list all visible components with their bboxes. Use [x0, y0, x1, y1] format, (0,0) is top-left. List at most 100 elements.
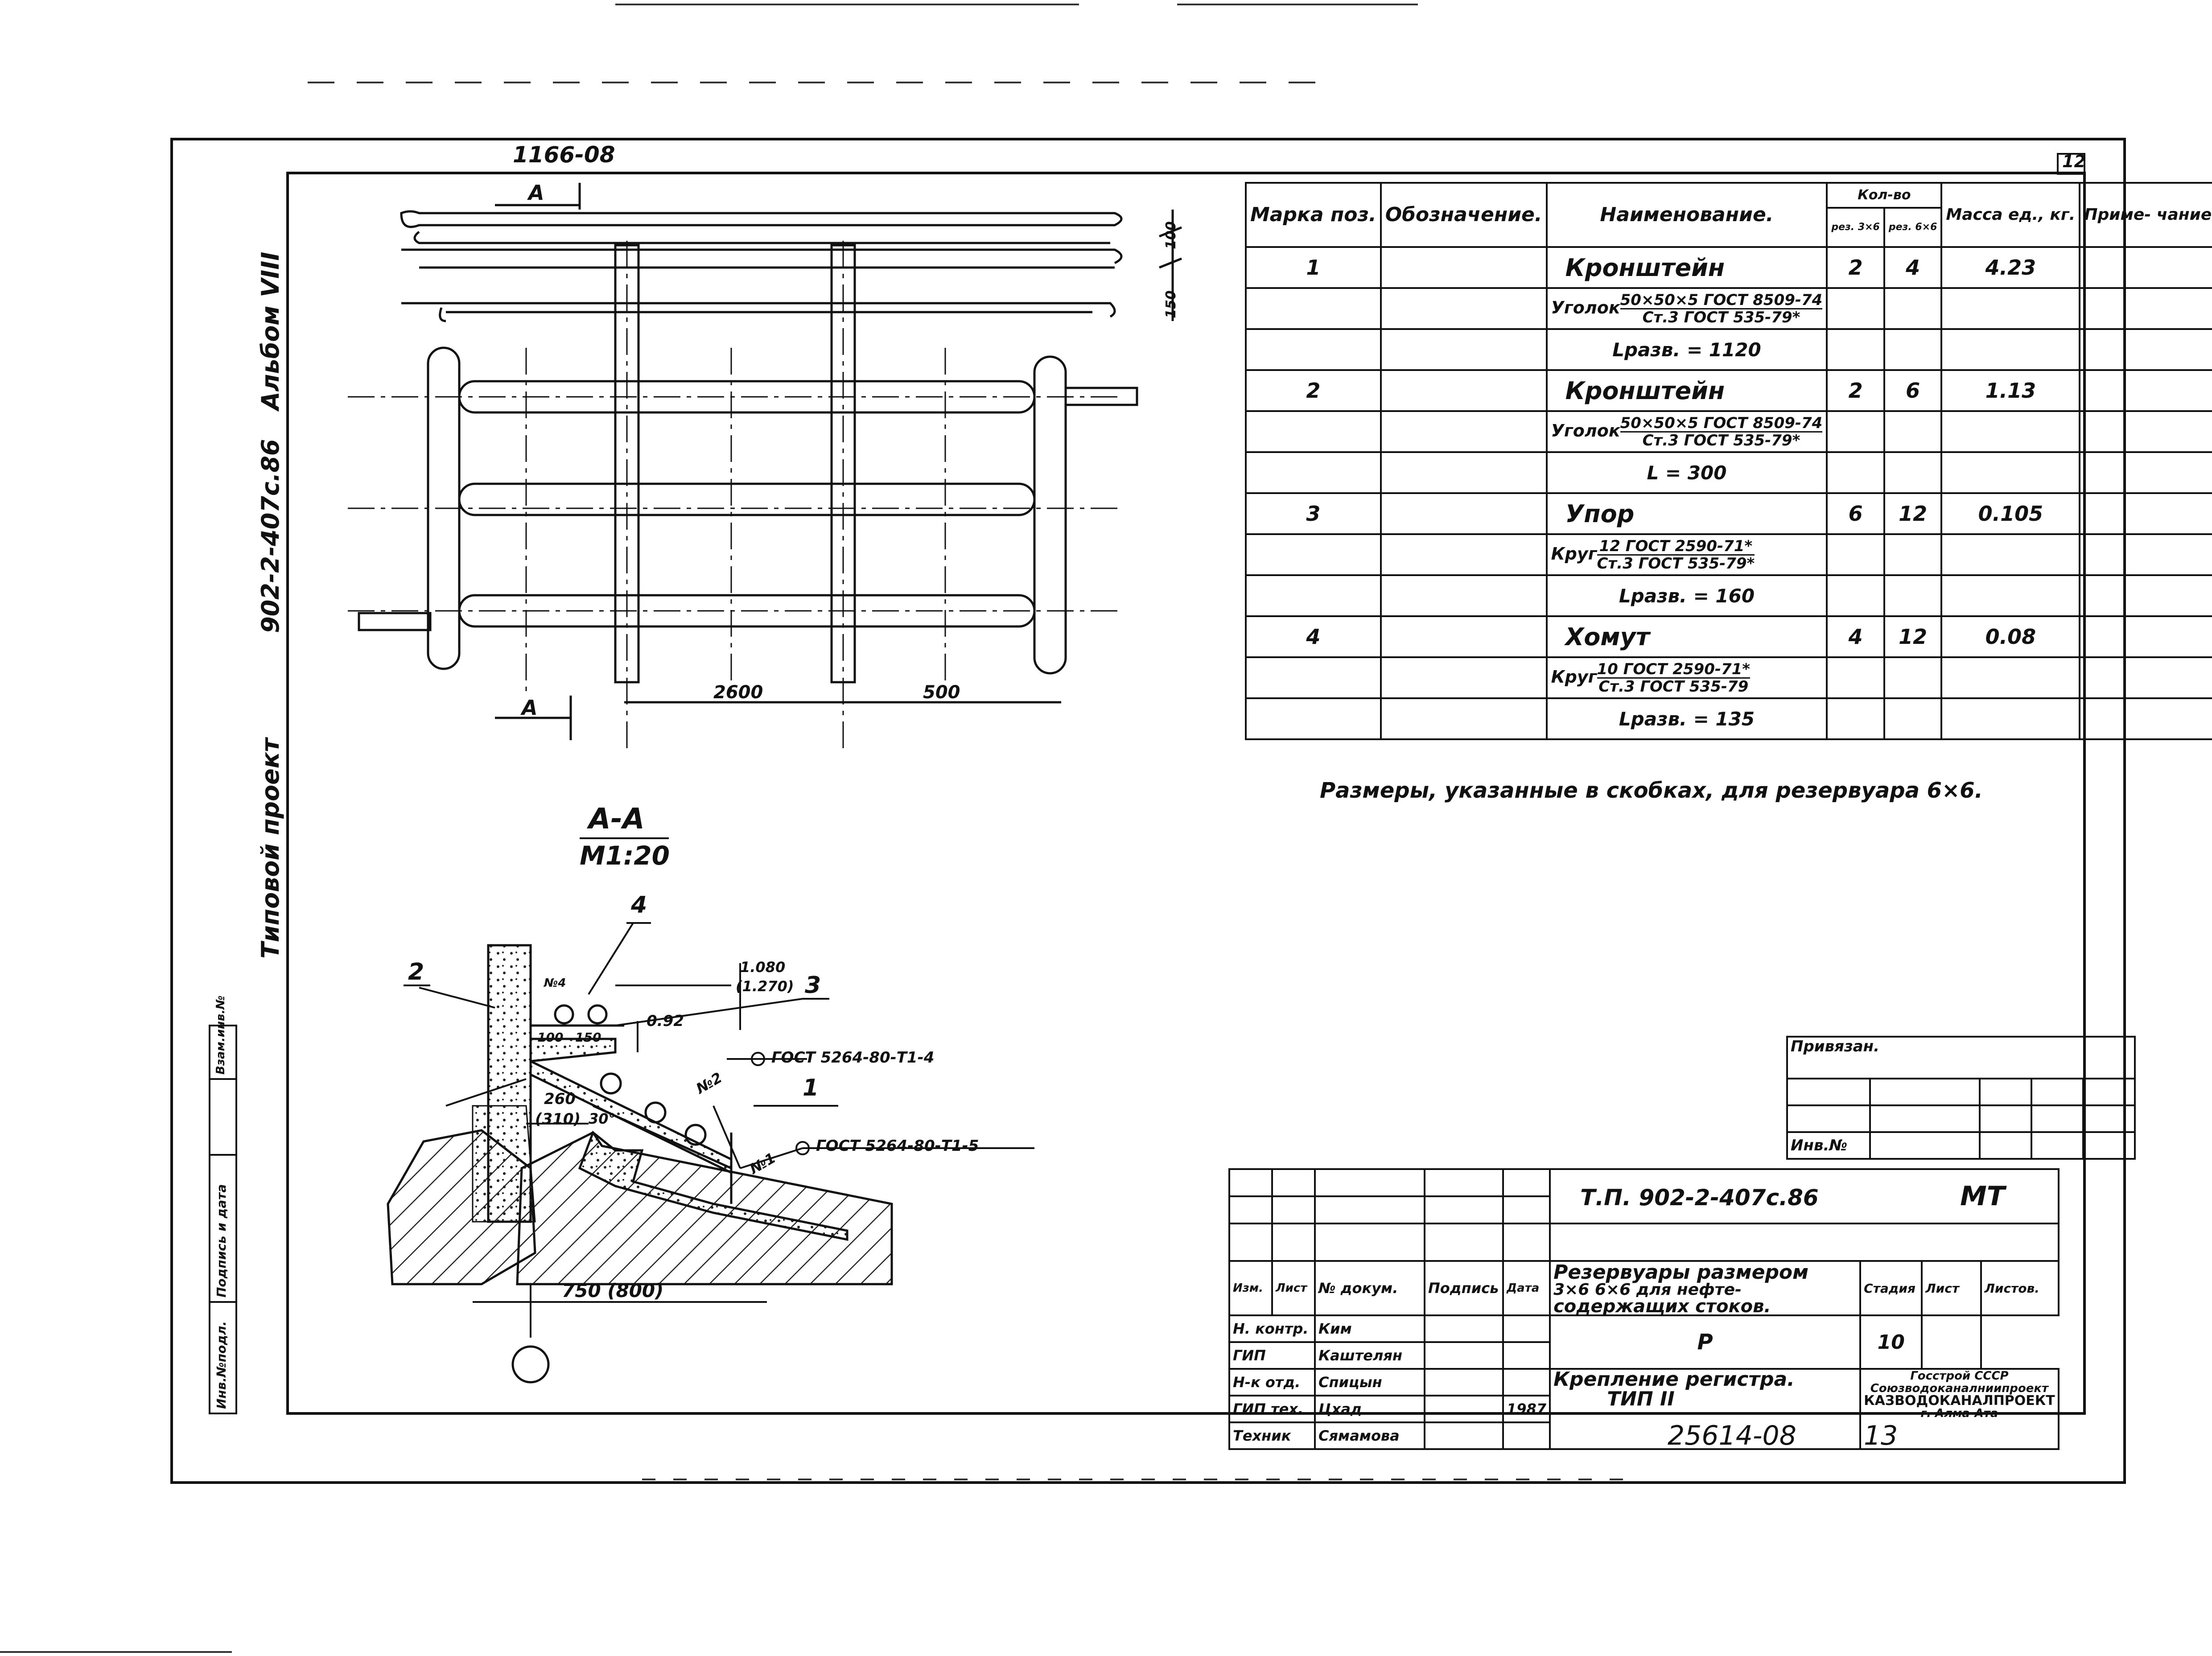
tb-role: Н. контр. — [1228, 1314, 1316, 1343]
weld-note-1: ГОСТ 5264-80-Т1-4 — [771, 1049, 935, 1067]
spec-cell-mass — [1940, 287, 2081, 330]
album-label: Альбом VIII — [256, 251, 284, 410]
tb-object-title: Резервуары размером 3×6 6×6 для нефте- с… — [1549, 1260, 1862, 1316]
spec-cell-q6 — [1883, 533, 1943, 576]
scan-noise — [0, 4, 1623, 1653]
tb-date — [1502, 1314, 1551, 1343]
tb-person: Сямамова — [1314, 1421, 1425, 1450]
spec-cell-designation — [1380, 533, 1548, 576]
tb-date — [1502, 1368, 1551, 1396]
spec-cell-q6 — [1883, 697, 1943, 740]
tb-person: Ким — [1314, 1314, 1425, 1343]
spec-cell-q3 — [1826, 533, 1885, 576]
spec-cell-designation — [1380, 492, 1548, 535]
spec-cell-q3: 4 — [1826, 615, 1885, 658]
spec-name-bottom: Ст.3 ГОСТ 535-79* — [1642, 308, 1800, 326]
section-dim-750: 750 (800) — [562, 1280, 664, 1302]
callout-4: 4 — [631, 892, 647, 919]
spec-cell-designation — [1380, 328, 1548, 371]
spec-name-top: 12 ГОСТ 2590-71* — [1597, 538, 1755, 556]
spec-name-fraction: 10 ГОСТ 2590-71*Ст.3 ГОСТ 535-79 — [1597, 661, 1751, 695]
tb-role: Техник — [1228, 1421, 1316, 1450]
spec-name-prefix: Уголок — [1551, 420, 1620, 441]
spec-name-top: 10 ГОСТ 2590-71* — [1597, 660, 1751, 679]
spec-cell-q6 — [1883, 328, 1943, 371]
tb-signature — [1424, 1395, 1504, 1423]
section-dim-100: 100 — [537, 1030, 564, 1045]
spec-name-bottom: Ст.3 ГОСТ 535-79* — [1597, 554, 1755, 573]
tb-col-date: Дата — [1502, 1260, 1551, 1316]
spec-cell-mark — [1245, 574, 1382, 617]
tb-sheets-value — [1921, 1314, 1982, 1370]
spec-cell-q3 — [1826, 656, 1885, 699]
col-designation: Обозначение. — [1380, 182, 1548, 248]
spec-cell-name: Хомут — [1545, 615, 1828, 658]
sheet-number-top: 12 — [2062, 152, 2086, 171]
spec-cell-name: Кронштейн — [1545, 369, 1828, 412]
tb-mark: МТ — [1960, 1181, 2005, 1212]
tb-col-list: Лист — [1271, 1260, 1316, 1316]
spec-cell-q6 — [1883, 656, 1943, 699]
spec-name-top: 50×50×5 ГОСТ 8509-74 — [1620, 291, 1823, 309]
spec-cell-designation — [1380, 410, 1548, 453]
attachment-block: Привязан. Инв.№ — [1786, 1036, 2136, 1160]
tb-role: ГИП — [1228, 1341, 1316, 1370]
spec-cell-designation — [1380, 246, 1548, 289]
col-note: Приме- чание. — [2079, 182, 2212, 248]
outer-frame — [170, 138, 2126, 1484]
spec-cell-name: L = 300 — [1545, 451, 1828, 494]
tb-sheet-title-2: ТИП II — [1607, 1388, 1675, 1410]
tb-org-3: КАЗВОДОКАНАЛПРОЕКТ — [1864, 1393, 2055, 1409]
tb-org-1: Госстрой СССР — [1910, 1369, 2009, 1383]
spec-cell-designation — [1380, 615, 1548, 658]
spec-cell-designation — [1380, 697, 1548, 740]
spec-cell-mass — [1940, 533, 2081, 576]
spec-cell-mass — [1940, 328, 2081, 371]
spec-name-bottom: Ст.3 ГОСТ 535-79 — [1598, 677, 1749, 696]
spec-row: Lразв. = 160 — [1245, 574, 2212, 617]
drawing-code: 1166-08 — [513, 142, 615, 168]
series-label: Типовой проект — [256, 738, 284, 959]
col-name: Наименование. — [1545, 182, 1828, 248]
spec-cell-note — [2079, 615, 2212, 658]
archive-number: 25614-08 — [1668, 1420, 1796, 1451]
spec-cell-designation — [1380, 574, 1548, 617]
spec-cell-designation — [1380, 656, 1548, 699]
spec-cell-q3 — [1826, 697, 1885, 740]
spec-name-fraction: 12 ГОСТ 2590-71*Ст.3 ГОСТ 535-79* — [1597, 538, 1755, 572]
col-qty-3x6: рез. 3×6 — [1826, 207, 1885, 248]
col-mark: Марка поз. — [1245, 182, 1382, 248]
spec-cell-q6: 12 — [1883, 492, 1943, 535]
spec-cell-q6 — [1883, 287, 1943, 330]
spec-cell-mark — [1245, 287, 1382, 330]
page-number: 13 — [1864, 1420, 1898, 1451]
tb-sheet-label: Лист — [1921, 1260, 1982, 1316]
tb-date — [1502, 1421, 1551, 1450]
section-angle: 30° — [589, 1110, 616, 1127]
tb-date — [1502, 1341, 1551, 1370]
spec-cell-mark — [1245, 410, 1382, 453]
section-dim-260: 260 — [544, 1090, 576, 1108]
spec-cell-q6: 12 — [1883, 615, 1943, 658]
tb-date: 1987 — [1502, 1395, 1551, 1423]
spec-cell-q3 — [1826, 287, 1885, 330]
spec-cell-mass: 0.08 — [1940, 615, 2081, 658]
callout-1: 1 — [803, 1075, 819, 1101]
elev-092: 0.92 — [647, 1012, 684, 1030]
spec-cell-q3 — [1826, 451, 1885, 494]
tb-signature — [1424, 1341, 1504, 1370]
spec-cell-name: Lразв. = 160 — [1545, 574, 1828, 617]
